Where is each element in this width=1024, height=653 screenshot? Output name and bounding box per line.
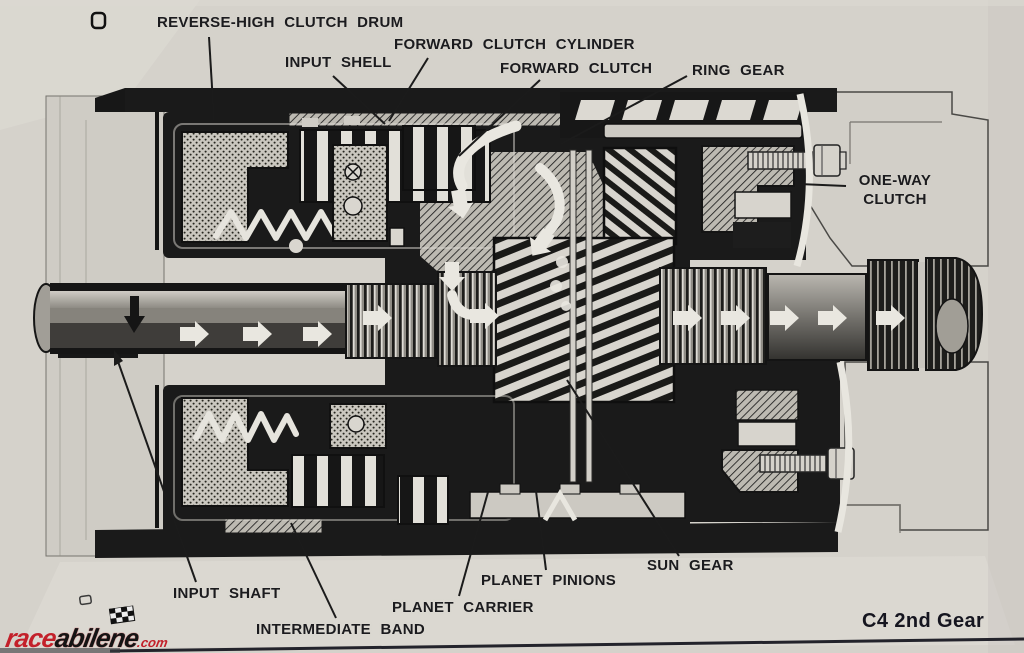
input-shell — [332, 144, 388, 242]
label-input-shaft: INPUT SHAFT — [173, 585, 281, 602]
intermediate-band-bottom — [224, 518, 323, 534]
sun-gear — [492, 236, 676, 404]
bolt-top — [747, 144, 847, 177]
extension-housing-bottom — [844, 361, 989, 533]
label-forward-clutch-cylinder: FORWARD CLUTCH CYLINDER — [394, 36, 635, 53]
one-way-clutch-bottom — [721, 361, 855, 533]
label-reverse-high-clutch-drum: REVERSE-HIGH CLUTCH DRUM — [157, 14, 404, 31]
top-left-register-mark — [90, 11, 107, 30]
checkered-flag-icon — [108, 605, 136, 625]
ring-gear — [560, 92, 806, 139]
input-shaft — [33, 271, 497, 367]
one-way-clutch-top — [701, 93, 847, 267]
label-input-shell: INPUT SHELL — [285, 54, 392, 71]
input-torque-arrow — [124, 296, 145, 333]
governor-tubes — [569, 149, 593, 483]
label-sun-gear: SUN GEAR — [647, 557, 734, 574]
label-planet-pinions: PLANET PINIONS — [481, 572, 617, 589]
output-shaft-tip — [935, 298, 969, 354]
servo-spring — [193, 411, 299, 443]
label-forward-clutch: FORWARD CLUTCH — [500, 60, 653, 77]
watermark-brand-left: race — [3, 623, 59, 653]
label-leader-lines — [114, 36, 847, 619]
watermark-tld: .com — [136, 635, 170, 650]
extension-housing-top — [805, 91, 989, 267]
planet-pinion-gear — [602, 146, 678, 246]
figure-caption: C4 2nd Gear — [862, 610, 985, 632]
watermark: raceabilene.com — [3, 623, 171, 653]
planet-carrier — [469, 483, 686, 522]
page-marks — [0, 11, 1024, 653]
label-planet-carrier: PLANET CARRIER — [392, 599, 534, 616]
bottom-left-smudge — [79, 594, 92, 606]
label-intermediate-band: INTERMEDIATE BAND — [256, 621, 425, 638]
watermark-brand-right: abilene — [52, 623, 141, 653]
label-ring-gear: RING GEAR — [692, 62, 785, 79]
input-shaft-splines — [345, 283, 437, 359]
low-reverse-servo-assembly — [173, 395, 515, 525]
label-one-way-clutch: ONE-WAY CLUTCH — [858, 172, 932, 208]
power-flow-arrows — [124, 120, 905, 347]
leader-arrowhead — [114, 350, 123, 366]
page-bottom-edge — [109, 637, 1024, 653]
